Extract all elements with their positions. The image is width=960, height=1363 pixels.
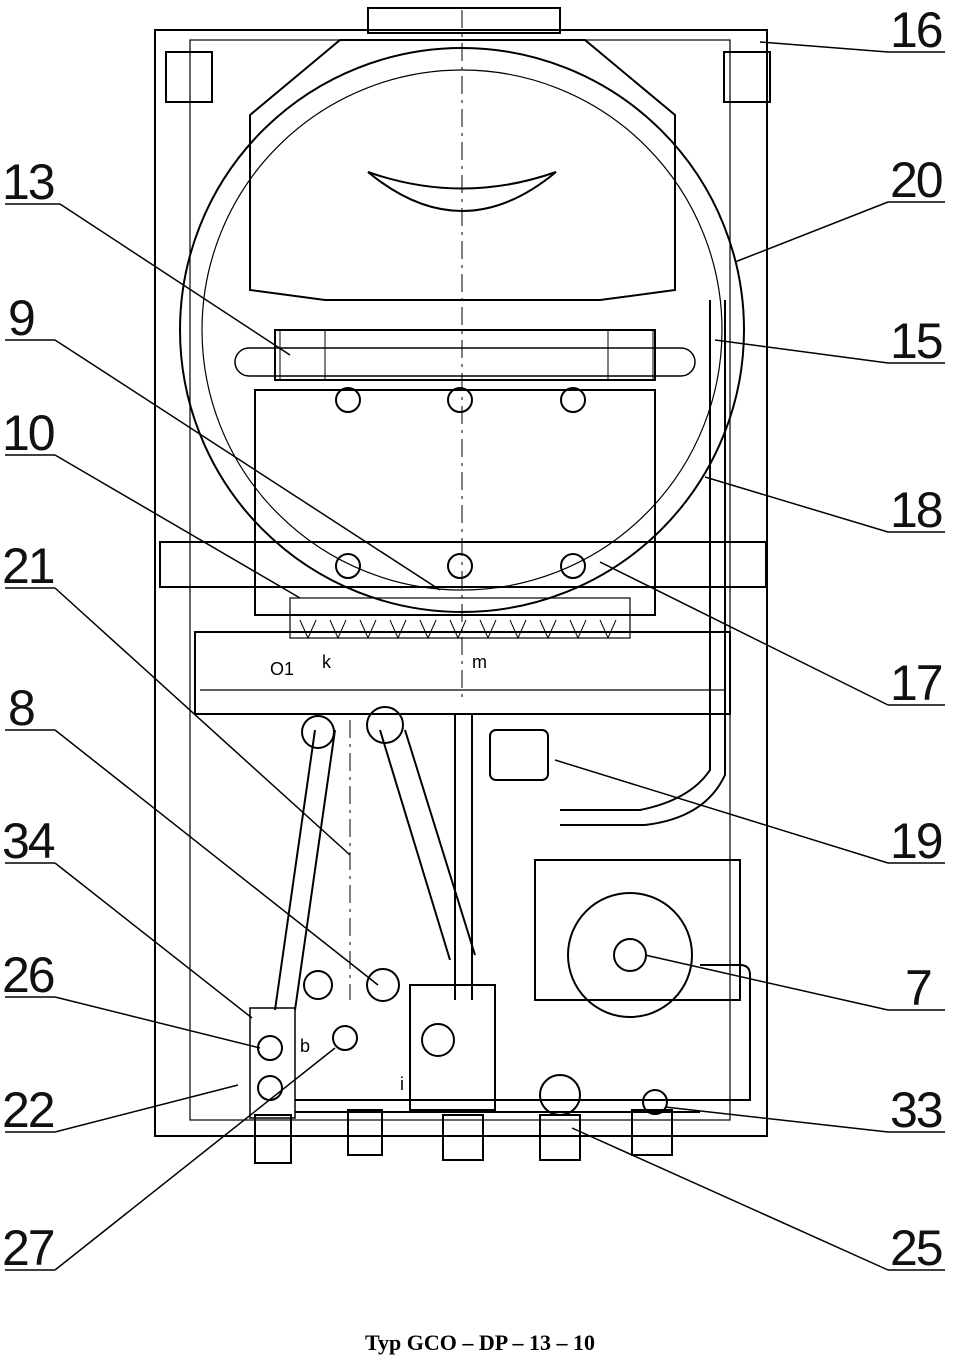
callout-9: 9 [8, 290, 34, 346]
callout-8: 8 [8, 680, 34, 736]
callout-20: 20 [890, 152, 942, 208]
pipe-center [379, 729, 451, 961]
pump [567, 892, 693, 1018]
leader-15 [714, 339, 889, 364]
burner [194, 631, 731, 715]
callout-7: 7 [905, 960, 931, 1016]
callout-25: 25 [890, 1220, 942, 1276]
callout-15: 15 [890, 313, 942, 369]
callout-18: 18 [890, 482, 942, 538]
callout-34: 34 [2, 813, 55, 869]
connector [254, 1114, 292, 1164]
return-pipe [560, 300, 711, 811]
bracket-top-left [165, 51, 213, 103]
pump-housing [534, 859, 741, 1001]
heat-exchanger [274, 329, 656, 381]
bolt [447, 553, 473, 579]
pipe-left [274, 729, 316, 1011]
bolt [335, 387, 361, 413]
label-i: i [400, 1074, 404, 1094]
cross-bar [159, 541, 767, 588]
bracket-top-right [723, 51, 771, 103]
callout-22: 22 [2, 1082, 54, 1138]
fan-hood [249, 39, 676, 301]
flue-socket [367, 7, 561, 34]
leader-18 [704, 476, 889, 533]
bolt [447, 387, 473, 413]
callout-10: 10 [2, 405, 54, 461]
leader-7 [644, 954, 889, 1011]
exchanger-pipe [234, 347, 696, 377]
label-k: k [322, 652, 332, 672]
exchanger-fins-right [607, 329, 654, 381]
leader-33 [664, 1106, 889, 1133]
ignition-unit [489, 729, 549, 781]
callout-19: 19 [890, 813, 942, 869]
connector [442, 1114, 484, 1161]
callout-27: 27 [2, 1220, 54, 1276]
chamber-box [254, 389, 656, 616]
leader-25 [571, 1127, 889, 1271]
callout-13: 13 [2, 154, 54, 210]
drawing-caption: Typ GCO – DP – 13 – 10 [364, 1330, 595, 1355]
bolt [560, 387, 586, 413]
leader-20 [734, 201, 889, 263]
bolt [335, 553, 361, 579]
bolt [560, 553, 586, 579]
inner-frame [189, 39, 731, 1121]
connector [631, 1109, 673, 1156]
callout-17: 17 [890, 655, 942, 711]
connector [539, 1114, 581, 1161]
label-b: b [300, 1036, 310, 1056]
gas-valve [409, 984, 496, 1111]
label-o1: O1 [270, 659, 294, 679]
fan-outlet [367, 171, 557, 212]
leader-16 [759, 41, 889, 53]
burner-manifold [289, 597, 631, 639]
callout-16: 16 [890, 2, 942, 58]
leader-19 [554, 759, 889, 864]
callout-26: 26 [2, 947, 54, 1003]
pump-center [613, 938, 647, 972]
label-m: m [472, 652, 487, 672]
callout-33: 33 [890, 1082, 942, 1138]
exchanger-fins-left [279, 329, 326, 381]
callout-21: 21 [2, 538, 54, 594]
leader-17 [599, 561, 889, 706]
connector [347, 1109, 383, 1156]
